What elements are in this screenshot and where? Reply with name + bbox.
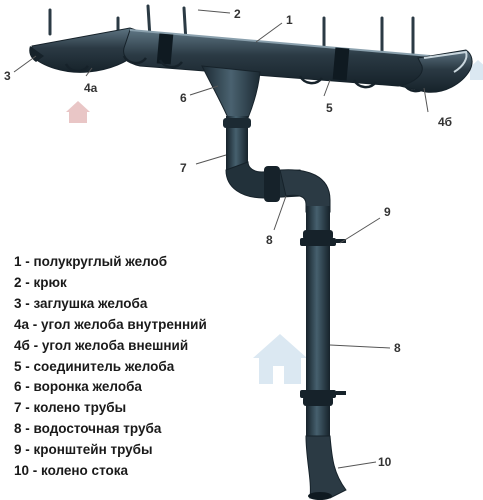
callout-7: 7: [180, 161, 187, 175]
callout-10: 10: [378, 455, 392, 469]
legend-item: 4а - угол желоба внутренний: [14, 316, 207, 332]
gutter-rim: [129, 29, 431, 57]
legend-item: 3 - заглушка желоба: [14, 295, 148, 311]
gutter-outer-corner-rim: [423, 50, 468, 73]
leader-lines: [13, 9, 429, 469]
callout-5: 5: [326, 101, 333, 115]
callout-4b: 4б: [438, 115, 452, 129]
callout-8b: 8: [394, 341, 401, 355]
legend-item: 7 - колено трубы: [14, 400, 127, 416]
legend-item: 10 - колено стока: [14, 463, 129, 479]
legend-item: 8 - водосточная труба: [14, 421, 162, 437]
gutter-outer-corner: [399, 49, 473, 93]
legend-item: 5 - соединитель желоба: [14, 358, 175, 374]
drain-elbow: [305, 435, 347, 499]
gutter-connector: [156, 33, 174, 65]
legend-item: 2 - крюк: [14, 274, 67, 290]
house-watermark-icon: [66, 101, 90, 123]
house-watermark-icon: [253, 334, 307, 384]
callout-8a: 8: [266, 233, 273, 247]
gutter-funnel: [201, 65, 261, 119]
callout-6: 6: [180, 91, 187, 105]
callout-3: 3: [4, 69, 11, 83]
legend-item: 9 - кронштейн трубы: [14, 442, 153, 458]
legend-item: 1 - полукруглый желоб: [14, 254, 168, 269]
callout-2: 2: [234, 7, 241, 21]
pipe-brackets: [300, 238, 346, 398]
pipe-socket: [223, 118, 251, 128]
legend-item: 4б - угол желоба внешний: [14, 337, 189, 353]
pipe-socket: [303, 230, 333, 240]
callout-1: 1: [286, 13, 293, 27]
pipe-socket: [303, 396, 333, 406]
callout-9: 9: [384, 205, 391, 219]
gutter-connector: [332, 47, 350, 81]
callout-4a: 4а: [84, 81, 98, 95]
pipe-socket: [264, 166, 280, 202]
downpipe-upper: [226, 116, 248, 172]
parts-legend: 1 - полукруглый желоб 2 - крюк 3 - заглу…: [14, 252, 207, 482]
drain-outlet: [308, 492, 332, 500]
legend-item: 6 - воронка желоба: [14, 379, 142, 395]
pipe-offset-elbow: [279, 169, 331, 213]
